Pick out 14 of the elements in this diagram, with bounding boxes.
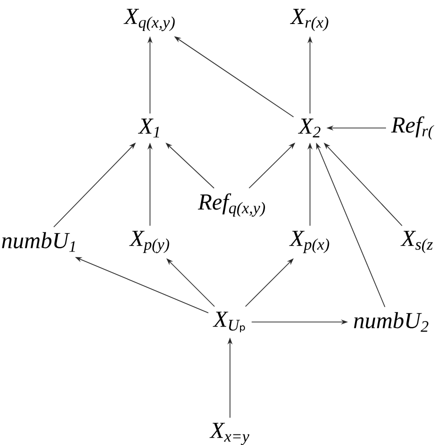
math-label: X$_{1}$ xyxy=(138,118,160,138)
math-label: X$_{p(x)}$ xyxy=(289,230,330,254)
math-label: X$_{p(y)}$ xyxy=(129,230,170,254)
math-label: X$_{x=y}$ xyxy=(209,422,250,445)
math-label: X$_{U}$$_{ₚ}$ xyxy=(212,312,245,332)
math-label: X$_{q(x,y)}$ xyxy=(124,8,175,32)
math-label: X$_{s(z}$ xyxy=(400,230,433,254)
math-label: X$_{r(x)}$ xyxy=(290,8,328,32)
math-label: numbU$_{2}$ xyxy=(354,312,428,332)
math-label: numbU$_{1}$ xyxy=(2,232,75,252)
math-label: Ref$_{r(}$ xyxy=(391,116,434,140)
arrow xyxy=(166,142,214,189)
math-label: X$_{2}$ xyxy=(298,118,320,138)
math-label: Ref$_{q(x,y)}$ xyxy=(198,193,265,217)
